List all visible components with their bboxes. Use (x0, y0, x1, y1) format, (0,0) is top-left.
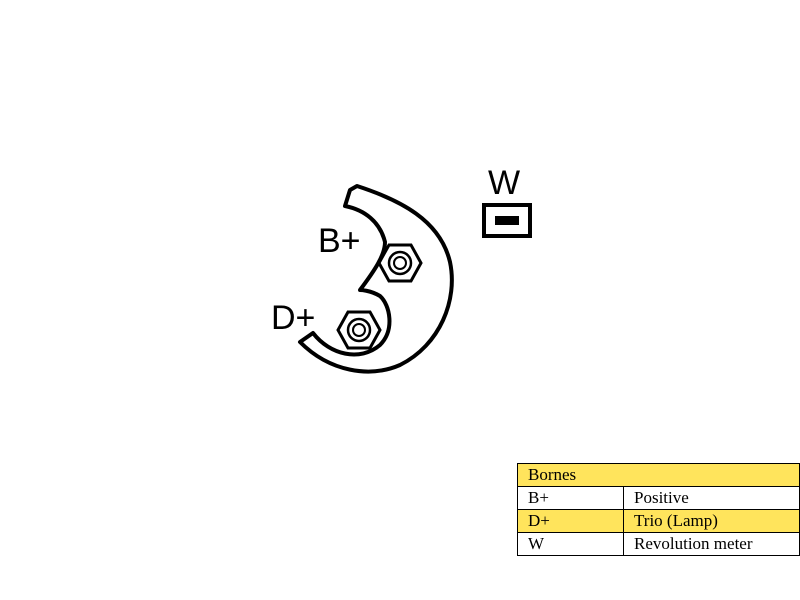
legend-row: D+ Trio (Lamp) (517, 509, 800, 533)
legend-table: Bornes B+ Positive D+ Trio (Lamp) W Revo… (517, 463, 800, 556)
b-plus-terminal-nut (377, 243, 423, 283)
legend-meaning: Trio (Lamp) (623, 509, 800, 533)
legend-code: D+ (517, 509, 624, 533)
d-plus-terminal-nut (336, 310, 382, 350)
legend-code: B+ (517, 486, 624, 510)
legend-header-row: Bornes (517, 463, 800, 487)
legend-row: W Revolution meter (517, 532, 800, 556)
legend-code: W (517, 532, 624, 556)
b-plus-label: B+ (318, 222, 361, 260)
legend-row: B+ Positive (517, 486, 800, 510)
legend-title: Bornes (517, 463, 800, 487)
d-plus-label: D+ (271, 299, 316, 337)
legend-meaning: Positive (623, 486, 800, 510)
legend-meaning: Revolution meter (623, 532, 800, 556)
w-label: W (488, 164, 521, 202)
connector-plate-outline (298, 184, 454, 374)
w-terminal-connector (482, 203, 532, 238)
